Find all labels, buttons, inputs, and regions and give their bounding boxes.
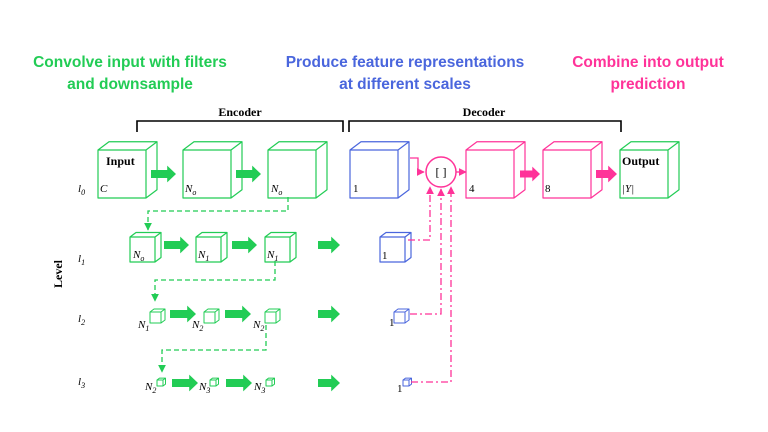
output-title: Output [622,154,659,168]
heading-decoder-line2: prediction [611,76,686,93]
level-axis-title: Level [51,259,65,288]
downsample-l1-l2 [151,261,276,302]
arrow-l3-3 [318,374,340,392]
dec-8-cube [542,141,603,199]
level-label-l0: l0 [78,183,85,197]
upsample-connectors [408,186,455,383]
heading-encoder-line2: and downsample [67,76,193,93]
enc-l2-cube-2 [203,308,220,324]
downsample-connectors [144,197,289,373]
feature-l1-label: 1 [382,250,388,262]
feature-l0-cube [349,141,410,199]
level-label-l2: l2 [78,313,85,327]
heading-features: Produce feature representations at diffe… [286,54,525,93]
feature-l1-cube [379,231,412,263]
enc-l2-b3-label: N2 [252,319,264,333]
encoder-label: Encoder [218,105,262,119]
decoder-bracket [348,120,622,132]
arrow-l0-1 [151,165,176,183]
arrow-l0-2 [236,165,261,183]
upsample-l3 [411,186,455,383]
enc-l1-cube-1 [129,231,162,263]
enc-l0-b3-label: No [270,183,282,197]
concat-symbol: [ ] [436,165,447,179]
enc-l1-cube-2 [195,231,228,263]
arrow-l2-3 [318,305,340,323]
arrow-l1-3 [318,236,340,254]
enc-l3-b3-label: N3 [253,381,265,395]
enc-l3-cube-3 [265,377,275,387]
level-label-l1: l1 [78,253,85,267]
arrow-l3-1 [172,374,198,392]
enc-l1-b3-label: N1 [266,249,278,263]
feature-l0-label: 1 [353,183,359,195]
feature-l3-cube [402,377,412,387]
arrow-l1-2 [232,236,257,254]
dec-4-label: 4 [469,183,475,195]
enc-l0-cube-3 [267,141,328,199]
enc-l3-b1-label: N2 [144,381,156,395]
enc-l3-cube-2 [209,377,219,387]
arrow-l1-1 [164,236,189,254]
decoder-label: Decoder [463,105,506,119]
downsample-l2-l3 [158,325,267,373]
cube-layer [97,141,680,387]
heading-decoder: Combine into output prediction [572,54,724,93]
input-title: Input [106,154,135,168]
feature-l2-cube [393,308,410,324]
enc-l3-cube-1 [156,377,166,387]
output-channels: |Y| [622,183,634,195]
input-channels: C [100,183,108,195]
heading-features-line2: at different scales [339,76,471,93]
arrow-l2-2 [225,305,251,323]
heading-encoder: Convolve input with filters and downsamp… [33,54,227,93]
dec-4-cube [465,141,526,199]
enc-l1-b1-label: No [132,249,144,263]
arrow-layer [151,165,617,392]
upsample-l1 [408,186,434,241]
heading-features-line1: Produce feature representations [286,54,525,71]
arrow-dec-1 [520,166,540,182]
enc-l1-cube-3 [264,231,297,263]
output-cube [619,141,680,199]
block-labels: Input C No No 1 4 8 Output |Y| No N1 N1 … [100,154,659,395]
downsample-l0-l1 [144,197,289,231]
upsample-l2 [410,188,445,315]
enc-l1-b2-label: N1 [197,249,209,263]
enc-l2-b2-label: N2 [191,319,203,333]
concat-node: [ ] [410,156,467,188]
arrow-l2-1 [170,305,196,323]
encoder-bracket [136,120,344,132]
heading-decoder-line1: Combine into output [572,54,724,71]
dec-8-label: 8 [545,183,551,195]
level-label-l3: l3 [78,376,85,390]
arrow-l3-2 [226,374,252,392]
input-cube [97,141,158,199]
enc-l0-b2-label: No [184,183,196,197]
arrow-dec-2 [596,165,617,183]
enc-l3-b2-label: N3 [198,381,210,395]
feature-l3-label: 1 [397,383,403,395]
enc-l2-b1-label: N1 [137,319,149,333]
enc-l2-cube-3 [264,308,281,324]
heading-encoder-line1: Convolve input with filters [33,54,227,71]
feature-l2-label: 1 [389,317,395,329]
enc-l0-cube-2 [182,141,243,199]
enc-l2-cube-1 [149,308,166,324]
